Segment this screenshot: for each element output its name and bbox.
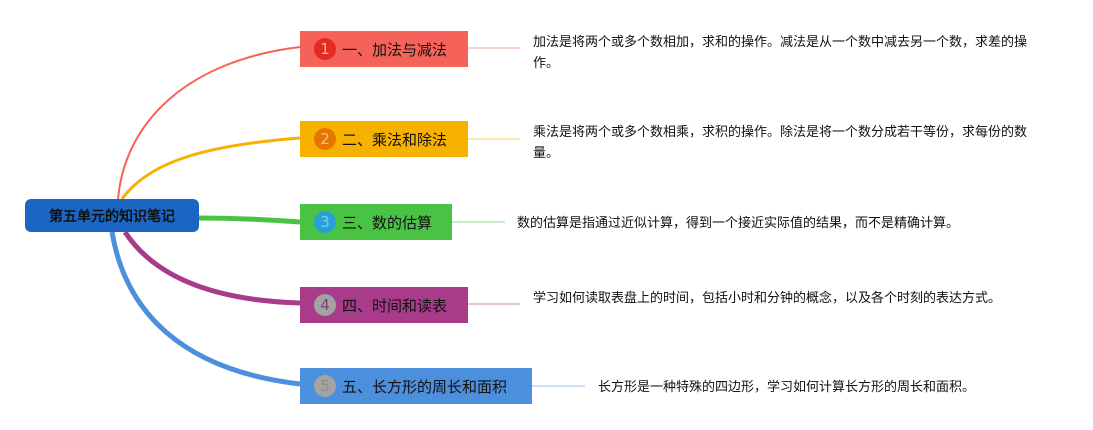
- number-badge-5-icon: 5: [314, 375, 336, 397]
- branch-description-3: 数的估算是指通过近似计算，得到一个接近实际值的结果，而不是精确计算。: [517, 216, 960, 231]
- branch-title-2: 二、乘法和除法: [342, 130, 448, 149]
- branch-description-2: 乘法是将两个或多个数相乘，求积的操作。除法是将一个数分成若干等份，求每份的数量。: [533, 125, 1028, 161]
- root-topic-label: 第五单元的知识笔记: [49, 208, 175, 225]
- branch-curve-5: [109, 231, 301, 387]
- number-badge-2-icon: 2: [314, 128, 336, 150]
- number-badge-3-icon: 3: [314, 211, 336, 233]
- branch-curve-1: [117, 46, 301, 200]
- branch-title-5: 五、长方形的周长和面积: [342, 377, 508, 396]
- branch-topic-3[interactable]: 3 三、数的估算: [300, 204, 452, 240]
- branch-description-4: 学习如何读取表盘上的时间，包括小时和分钟的概念，以及各个时刻的表达方式。: [533, 291, 1002, 306]
- branch-title-3: 三、数的估算: [342, 213, 433, 232]
- branch-curve-4: [122, 230, 301, 306]
- number-badge-1-icon: 1: [314, 38, 336, 60]
- branch-curve-3: [198, 215, 301, 225]
- branch-topic-2[interactable]: 2 二、乘法和除法: [300, 121, 468, 157]
- number-badge-4-icon: 4: [314, 294, 336, 316]
- branch-description-1: 加法是将两个或多个数相加，求和的操作。减法是从一个数中减去另一个数，求差的操作。: [533, 35, 1028, 71]
- branch-title-1: 一、加法与减法: [342, 40, 448, 59]
- branch-topic-4[interactable]: 4 四、时间和读表: [300, 287, 468, 323]
- root-topic[interactable]: 第五单元的知识笔记: [25, 199, 199, 232]
- branch-topic-5[interactable]: 5 五、长方形的周长和面积: [300, 368, 532, 404]
- branch-description-5: 长方形是一种特殊的四边形，学习如何计算长方形的周长和面积。: [598, 380, 976, 395]
- branch-topic-1[interactable]: 1 一、加法与减法: [300, 31, 468, 67]
- branch-curve-2: [120, 136, 301, 200]
- branch-title-4: 四、时间和读表: [342, 296, 448, 315]
